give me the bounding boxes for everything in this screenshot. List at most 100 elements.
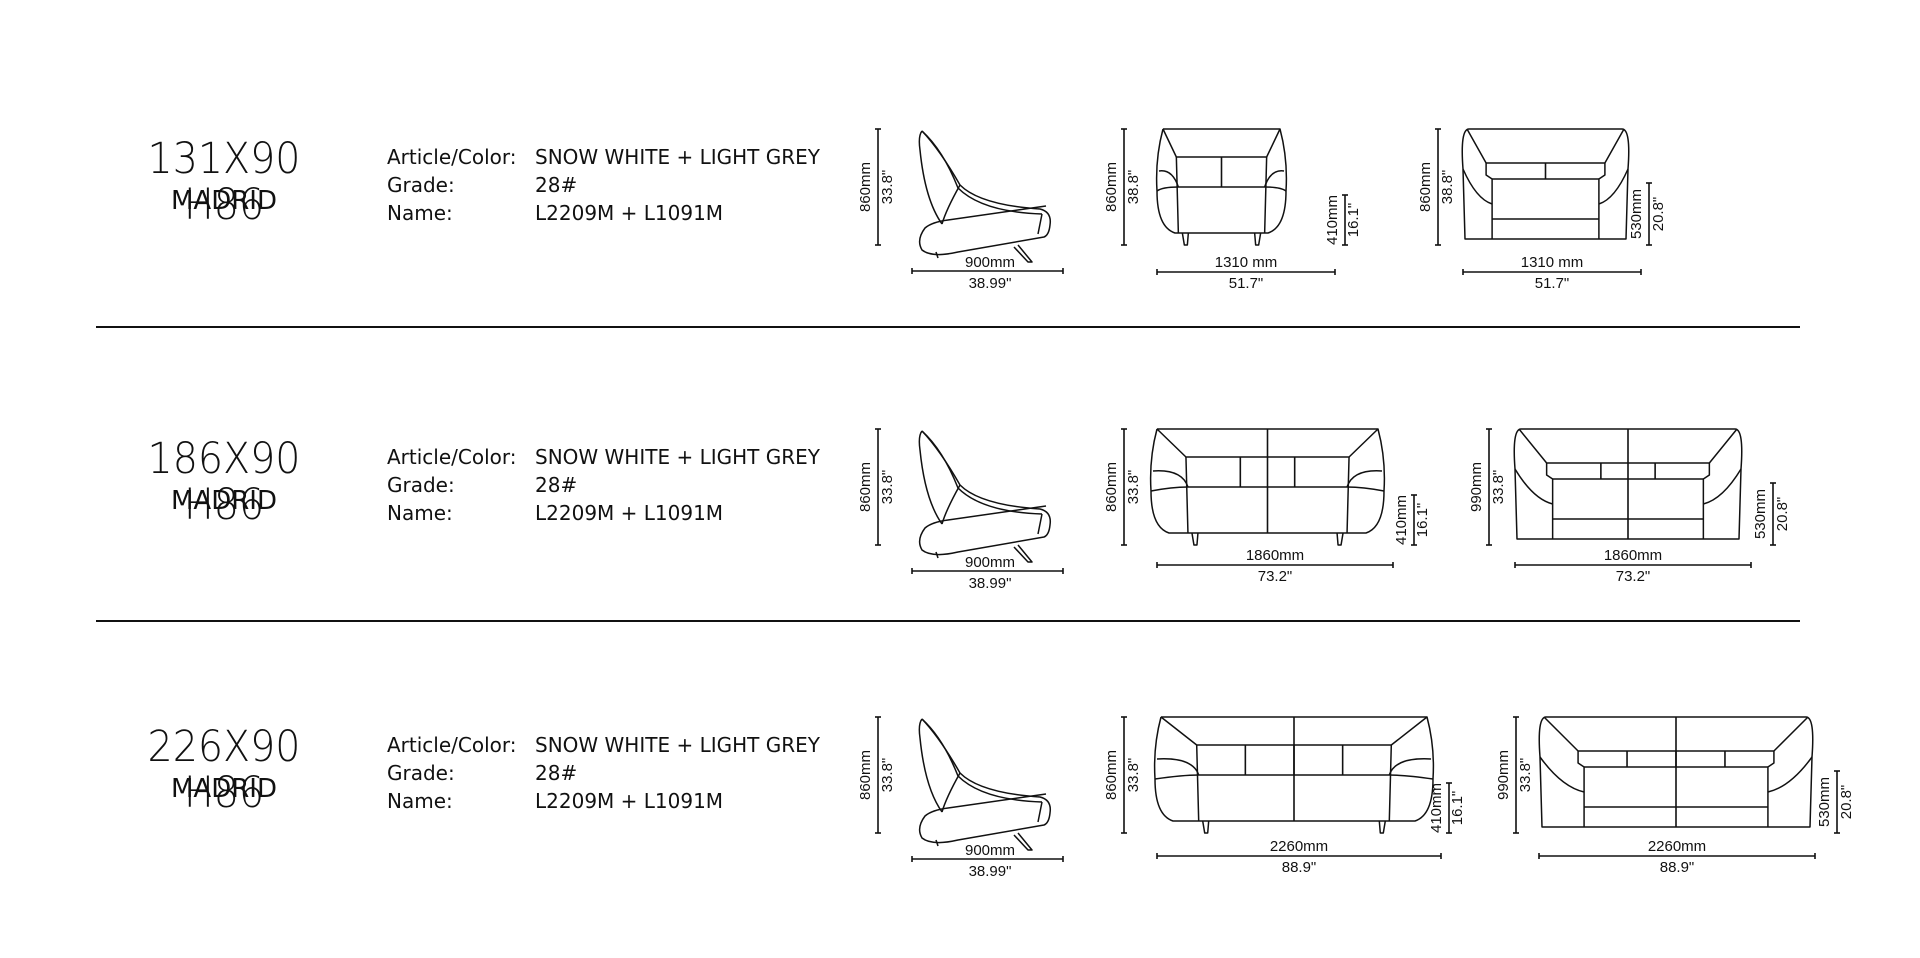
- product-size-title: 186X90 H86: [147, 434, 301, 530]
- side-height-mm: 860mm: [857, 162, 874, 212]
- vertical-dimension-line: [1646, 182, 1652, 246]
- name-value: L2209M + L1091M: [535, 201, 724, 225]
- seat-height-mm: 410mm: [1324, 195, 1341, 245]
- side-view-drawing: 860mm 33.8" 900mm 38.99": [857, 128, 1064, 292]
- grade-value: 28#: [535, 473, 578, 497]
- grade-label: Grade:: [387, 173, 455, 197]
- side-width-mm: 900mm: [965, 554, 1015, 571]
- sofa-side-lines: [1195, 744, 1393, 822]
- back-width-in: 88.9": [1660, 859, 1695, 876]
- side-height-in: 33.8": [879, 170, 896, 205]
- horizontal-dimension-line: [1156, 562, 1394, 568]
- arm-height-in: 20.8": [1838, 785, 1855, 820]
- vertical-dimension-line: [875, 716, 881, 834]
- seat-height-mm: 410mm: [1393, 495, 1410, 545]
- sofa-arm-curves: [1462, 168, 1629, 205]
- seat-height-in: 16.1": [1449, 791, 1466, 826]
- seat-height-in: 16.1": [1414, 503, 1431, 538]
- vertical-dimension-line: [1513, 716, 1519, 834]
- back-width-in: 51.7": [1535, 275, 1570, 292]
- name-label: Name:: [387, 201, 453, 225]
- sofa-inner-sides: [1545, 463, 1711, 539]
- sofa-side-lines: [1175, 156, 1268, 234]
- horizontal-dimension-line: [1156, 853, 1442, 859]
- name-value: L2209M + L1091M: [535, 501, 724, 525]
- vertical-dimension-line: [1834, 770, 1840, 834]
- front-width-in: 73.2": [1258, 568, 1293, 585]
- name-value: L2209M + L1091M: [535, 789, 724, 813]
- name-label: Name:: [387, 789, 453, 813]
- front-height-mm: 860mm: [1103, 750, 1120, 800]
- horizontal-dimension-line: [1462, 269, 1642, 275]
- vertical-dimension-line: [1411, 494, 1417, 546]
- article-color-value: SNOW WHITE + LIGHT GREY: [535, 445, 820, 469]
- article-color-label: Article/Color:: [387, 733, 517, 757]
- front-height-in: 38.8": [1125, 170, 1142, 205]
- front-height-mm: 860mm: [1103, 162, 1120, 212]
- arm-height-mm: 530mm: [1752, 489, 1769, 539]
- sofa-outline: [1513, 428, 1743, 540]
- back-height-in: 33.8": [1517, 758, 1534, 793]
- front-width-in: 88.9": [1282, 859, 1317, 876]
- chair-outline: [918, 718, 1052, 844]
- article-color-label: Article/Color:: [387, 145, 517, 169]
- side-width-in: 38.99": [969, 575, 1012, 592]
- sofa-legs: [1191, 532, 1344, 546]
- sofa-side-lines: [1185, 456, 1350, 534]
- sofa-body: [1156, 190, 1287, 234]
- product-size-title: 131X90 H86: [147, 134, 301, 230]
- side-width-in: 38.99": [969, 863, 1012, 880]
- front-width-mm: 2260mm: [1270, 838, 1328, 855]
- product-model-name: MADRID: [171, 486, 277, 516]
- side-width-in: 38.99": [969, 275, 1012, 292]
- row-divider: [96, 326, 1800, 328]
- vertical-dimension-line: [875, 428, 881, 546]
- front-width-mm: 1860mm: [1246, 547, 1304, 564]
- chair-frame-lines: [941, 484, 1043, 535]
- vertical-dimension-line: [1342, 194, 1348, 246]
- front-height-in: 33.8": [1125, 470, 1142, 505]
- back-width-mm: 2260mm: [1648, 838, 1706, 855]
- chair-back-inner: [921, 130, 1043, 215]
- sofa-arm-curves: [1539, 756, 1813, 793]
- grade-value: 28#: [535, 761, 578, 785]
- chair-legs: [935, 544, 1033, 563]
- vertical-dimension-line: [1486, 428, 1492, 546]
- back-height-mm: 860mm: [1417, 162, 1434, 212]
- back-height-in: 38.8": [1439, 170, 1456, 205]
- horizontal-dimension-line: [1514, 562, 1752, 568]
- chair-legs: [935, 832, 1033, 851]
- sofa-back-inner: [1162, 128, 1281, 158]
- sofa-legs: [1201, 820, 1387, 834]
- side-width-mm: 900mm: [965, 254, 1015, 271]
- grade-label: Grade:: [387, 761, 455, 785]
- chair-outline: [918, 130, 1052, 256]
- front-height-in: 33.8": [1125, 758, 1142, 793]
- arm-height-in: 20.8": [1774, 497, 1791, 532]
- front-width-in: 51.7": [1229, 275, 1264, 292]
- back-width-mm: 1310 mm: [1521, 254, 1584, 271]
- sofa-outline: [1538, 716, 1814, 828]
- back-width-in: 73.2": [1616, 568, 1651, 585]
- vertical-dimension-line: [1446, 782, 1452, 834]
- arm-height-mm: 530mm: [1628, 189, 1645, 239]
- vertical-dimension-line: [1435, 128, 1441, 246]
- horizontal-dimension-line: [1156, 269, 1336, 275]
- side-width-mm: 900mm: [965, 842, 1015, 859]
- article-color-value: SNOW WHITE + LIGHT GREY: [535, 145, 820, 169]
- front-height-mm: 860mm: [1103, 462, 1120, 512]
- back-width-mm: 1860mm: [1604, 547, 1662, 564]
- horizontal-dimension-line: [1538, 853, 1816, 859]
- product-size-title: 226X90 H86: [147, 722, 301, 818]
- back-height-mm: 990mm: [1495, 750, 1512, 800]
